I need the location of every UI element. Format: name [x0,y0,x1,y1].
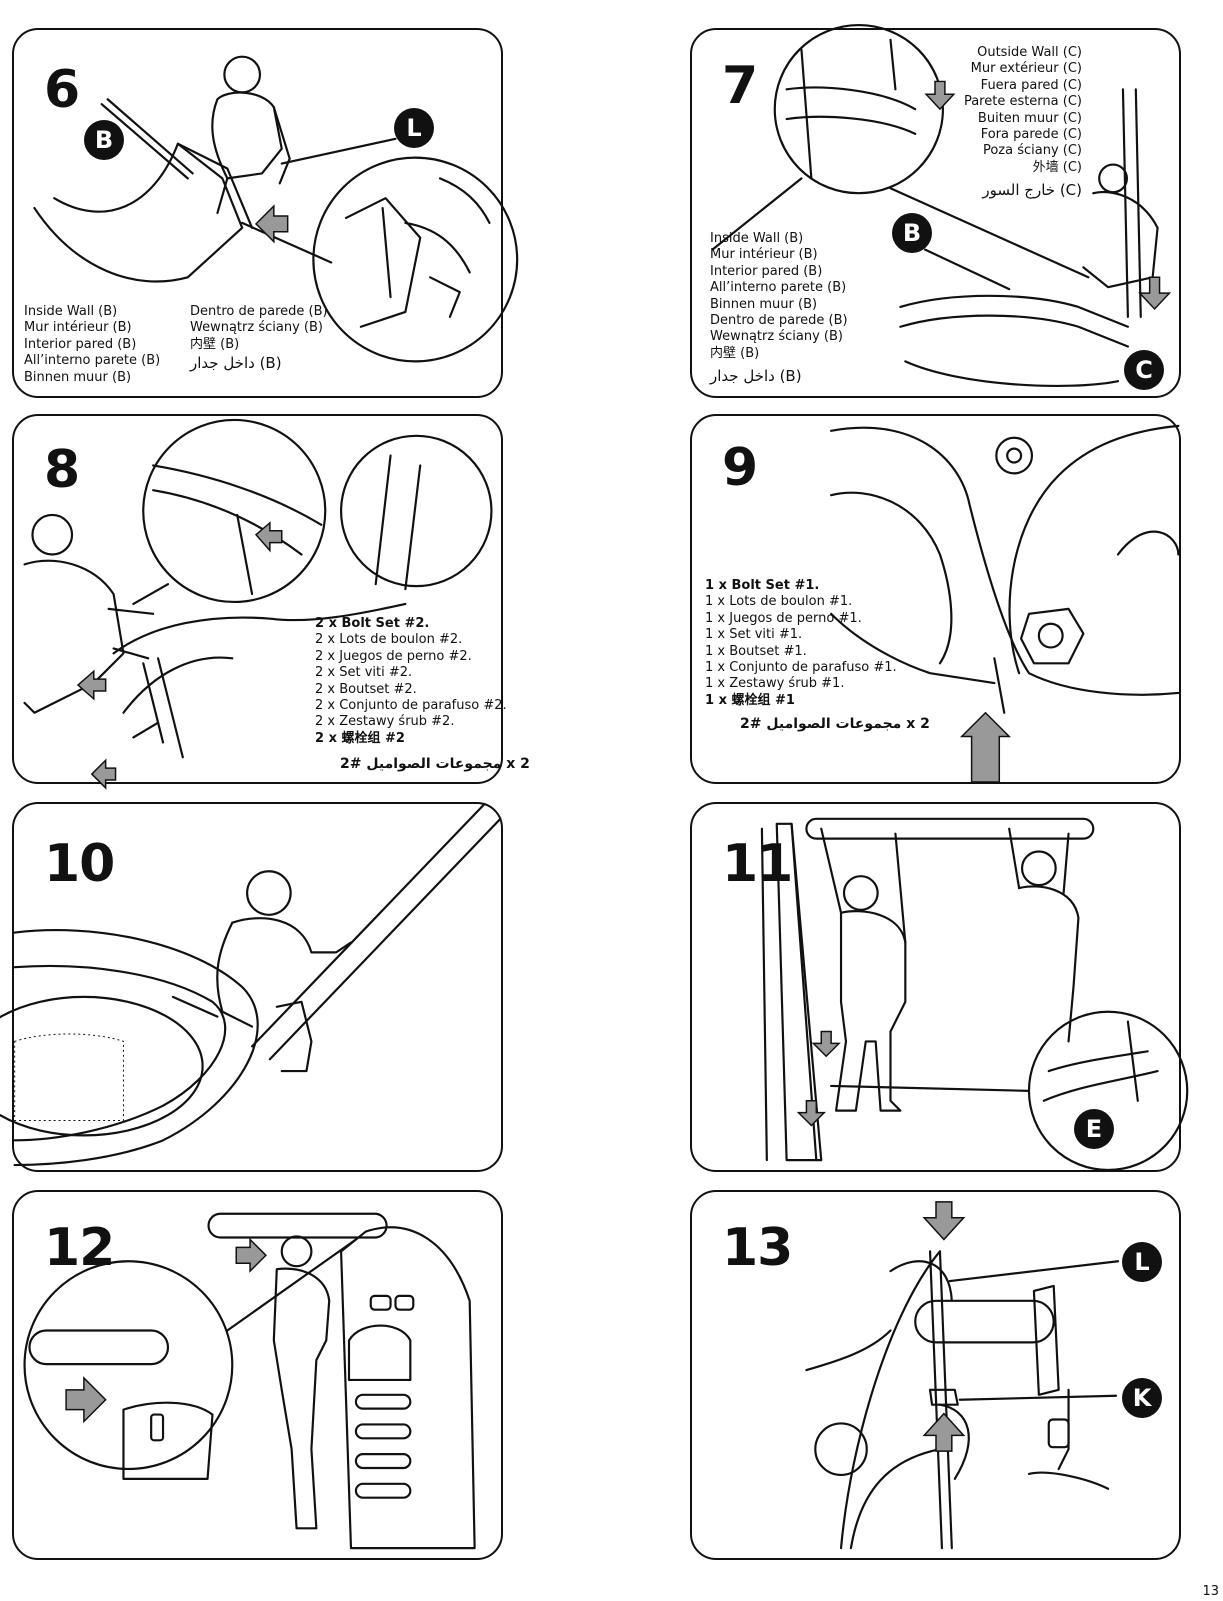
step-9-panel: 9 1 x Bolt Set #1. 1 x Lots de boulon #1… [690,414,1181,784]
step-8-bolt-set-arabic: 2 x مجموعات الصواميل #2 [340,756,530,772]
label-line: Binnen muur (B) [24,369,132,385]
part-b-callout: B [892,213,932,253]
label-line: Wewnątrz ściany (B) [190,320,323,336]
step-9-bolt-set-arabic: 2 x مجموعات الصواميل #2 [740,716,930,732]
step-10-illustration [0,802,502,1167]
bolt-set-line: 2 x 螺栓组 #2 [315,730,405,746]
step-12-panel: 12 [12,1190,503,1560]
label-line: داخل جدار (B) [710,367,802,386]
step-12-number: 12 [44,1218,115,1278]
part-c-callout: C [1124,350,1164,390]
step-11-illustration [760,817,1189,1172]
label-line: داخل جدار (B) [190,354,282,373]
bolt-set-line: 1 x Zestawy śrub #1. [705,676,845,692]
bolt-set-line: 1 x Bolt Set #1. [705,578,820,593]
step-7-number: 7 [722,56,758,116]
bolt-set-line: 1 x Lots de boulon #1. [705,594,853,610]
step-7-illustration [711,23,1172,388]
part-l-callout: L [1122,1242,1162,1282]
label-line: Dentro de parede (B) [710,313,848,329]
step-11-number: 11 [722,834,793,894]
bolt-set-line: 2 x Boutset #2. [315,681,417,697]
label-line: All’interno parete (B) [24,353,161,369]
step-8-number: 8 [44,440,80,500]
label-line: Binnen muur (B) [710,296,818,312]
label-line: Interior pared (B) [24,336,137,352]
part-e-callout: E [1074,1109,1114,1149]
part-k-callout: K [1122,1378,1162,1418]
step-9-number: 9 [722,438,758,498]
step-6-number: 6 [44,60,80,120]
label-line: Inside Wall (B) [24,304,118,319]
bolt-set-line: 2 x Lots de boulon #2. [315,632,463,648]
step-6-inside-wall-labels: Inside Wall (B) Mur intérieur (B) Interi… [24,304,160,386]
step-13-number: 13 [722,1218,793,1278]
label-line: Parete esterna (C) [963,94,1082,110]
bolt-set-line: 1 x Boutset #1. [705,643,807,659]
label-line: Mur intérieur (B) [710,247,818,263]
step-13-illustration [805,1201,1120,1550]
step-8-panel: 8 2 x Bolt Set #2. 2 x Lots de boulon #2… [12,414,530,790]
bolt-set-line: 1 x Set viti #1. [705,627,803,643]
step-12-illustration [23,1212,476,1550]
bolt-set-line: 2 x Set viti #2. [315,665,413,681]
part-b-callout: B [84,120,124,160]
bolt-set-line: 1 x Juegos de perno #1. [705,610,862,626]
step-10-panel: 10 [0,802,503,1172]
label-line: Buiten muur (C) [977,110,1082,126]
label-line: Interior pared (B) [710,263,823,279]
bolt-set-line: 2 x Juegos de perno #2. [315,648,472,664]
label-line: Mur intérieur (B) [24,320,132,336]
label-line: Dentro de parede (B) [190,304,328,319]
label-line: Fuera pared (C) [980,77,1082,93]
step-13-panel: 13 L K [690,1190,1181,1560]
step-6-panel: 6 B L Inside Wall (B) Mur intérieur (B) … [12,28,519,398]
label-line: Outside Wall (C) [977,45,1082,60]
step-7-inside-wall-labels: Inside Wall (B) Mur intérieur (B) Interi… [710,231,848,385]
label-line: Mur extérieur (C) [970,61,1082,77]
label-line: Poza ściany (C) [982,143,1082,159]
bolt-set-line: 1 x 螺栓组 #1 [705,692,795,708]
step-9-illustration [830,424,1180,783]
label-line: 内壁 (B) [710,345,760,361]
label-line: خارج السور (C) [982,181,1082,200]
label-line: Wewnątrz ściany (B) [710,329,843,345]
step-8-bolt-set-list: 2 x Bolt Set #2. 2 x Lots de boulon #2. … [315,616,507,747]
bolt-set-line: 2 x Zestawy śrub #2. [315,714,455,730]
label-line: Fora parede (C) [980,127,1082,143]
label-line: Inside Wall (B) [710,231,804,246]
bolt-set-line: 2 x Conjunto de parafuso #2. [315,698,507,714]
step-8-illustration [23,418,493,790]
label-line: All’interno parete (B) [710,280,847,296]
bolt-set-line: 1 x Conjunto de parafuso #1. [705,660,897,676]
part-l-callout: L [394,108,434,148]
step-6-illustration [33,55,519,363]
bolt-set-line: 2 x Bolt Set #2. [315,616,430,631]
step-10-number: 10 [44,834,115,894]
step-7-outside-wall-labels: Outside Wall (C) Mur extérieur (C) Fuera… [964,45,1082,199]
page-number: 13 [1202,1584,1219,1599]
label-line: 内壁 (B) [190,336,240,352]
step-6-inside-wall-labels-2: Dentro de parede (B) Wewnątrz ściany (B)… [190,304,328,372]
step-7-panel: 7 Outside Wall (C) Mur extérieur (C) Fue… [690,23,1181,398]
step-11-panel: 11 E [690,802,1189,1172]
label-line: 外墙 (C) [1032,159,1082,175]
step-9-bolt-set-list: 1 x Bolt Set #1. 1 x Lots de boulon #1. … [705,578,897,709]
